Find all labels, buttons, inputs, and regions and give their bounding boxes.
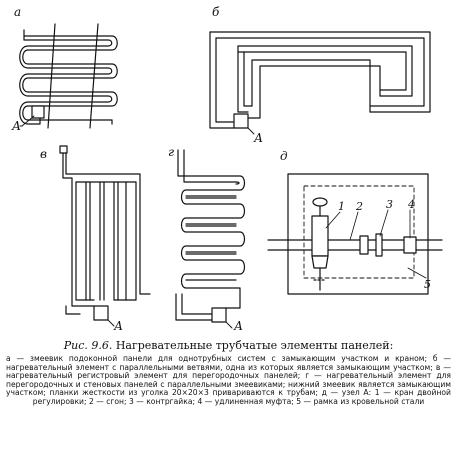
callout-2: 2	[355, 200, 363, 213]
panel-a-node-label: А	[11, 119, 21, 133]
panel-a-coil	[19, 23, 118, 129]
panel-b-coil	[209, 31, 431, 135]
panel-v-register	[59, 145, 151, 327]
panel-a-letter: а	[14, 5, 21, 19]
figure-number: Рис. 9.6.	[63, 339, 113, 352]
callout-3: 3	[386, 198, 393, 211]
callout-5: 5	[424, 278, 431, 291]
panel-g-coil	[175, 149, 246, 329]
panel-g-letter: г	[168, 145, 174, 159]
panel-v-node-label: А	[113, 319, 123, 330]
panel-d-letter: д	[280, 149, 288, 163]
callout-1: 1	[338, 200, 345, 213]
caption-legend-text: а — змеевик подоконной панели для однотр…	[6, 354, 451, 406]
figure-caption-body: а — змеевик подоконной панели для однотр…	[6, 354, 451, 407]
figure-title: Нагревательные трубчатые элементы панеле…	[115, 339, 394, 352]
callout-4: 4	[407, 198, 415, 211]
panel-b-letter: б	[212, 5, 220, 19]
panel-v-letter: в	[40, 147, 47, 161]
panel-b-node-label: А	[253, 131, 263, 145]
panel-d-node-detail	[267, 173, 443, 295]
panel-g-node-label: А	[233, 319, 243, 330]
heating-elements-figure: а А б А в А г А д 1 2 3 4 5	[11, 5, 443, 330]
figure-caption-title: Рис. 9.6. Нагревательные трубчатые элеме…	[0, 339, 457, 352]
